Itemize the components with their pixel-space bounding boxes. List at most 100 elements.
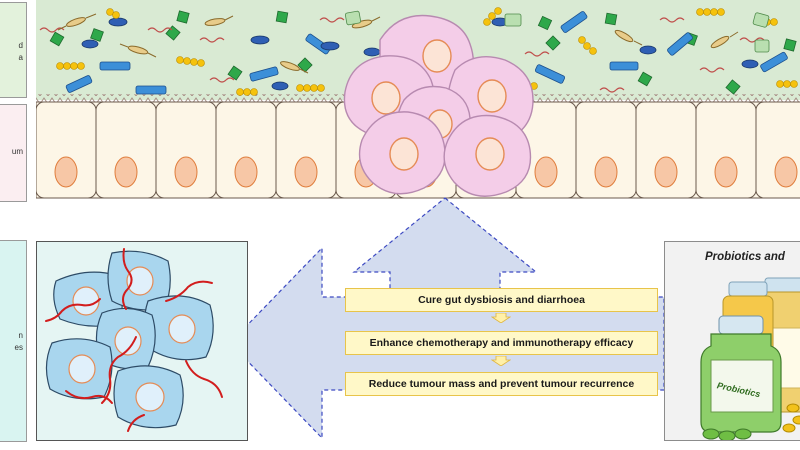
bacteria-icon (56, 62, 85, 70)
bacteria-icon (752, 12, 770, 28)
label-microbiota-line1: d (18, 41, 23, 50)
label-box-epithelium: um (0, 104, 27, 202)
up-arrow (352, 197, 538, 293)
bacteria-icon (545, 35, 561, 51)
bacteria-icon (209, 77, 235, 83)
label-tumour-line2: es (14, 343, 23, 352)
label-box-tumour: n es (0, 240, 27, 442)
bacteria-group (39, 7, 798, 96)
cell-nucleus (114, 156, 138, 188)
tumour-cluster (343, 14, 534, 197)
probiotic-bottle-icon: Probiotics (700, 315, 782, 433)
bacteria-icon (609, 61, 639, 71)
blood-vessel-icon (101, 336, 137, 404)
bacteria-icon (534, 64, 566, 84)
blood-vessel-icon (165, 280, 213, 302)
label-epithelium-line1: um (11, 147, 23, 156)
bacteria-icon (57, 13, 97, 31)
bacteria-icon (236, 88, 258, 96)
bacteria-icon (760, 51, 788, 73)
bacteria-icon (147, 27, 173, 33)
bacteria-icon (320, 41, 340, 51)
label-microbiota-line2: a (18, 53, 23, 62)
bacteria-icon (106, 8, 120, 19)
blood-vessel-icon (127, 414, 145, 432)
bacteria-icon (90, 28, 104, 42)
bacteria-icon (119, 43, 157, 58)
probiotics-panel: Probiotics and Probiotics (664, 241, 800, 441)
tumour-cell-icon (358, 111, 446, 195)
bacteria-icon (637, 71, 653, 87)
bacteria-icon (483, 7, 502, 26)
bacteria-icon (351, 16, 381, 29)
bacteria-icon (344, 10, 362, 26)
bacteria-icon (776, 80, 798, 88)
probiotics-title: Probiotics and (705, 251, 785, 263)
cell-nucleus (294, 156, 318, 188)
bacteria-icon (659, 17, 685, 23)
bacteria-icon (275, 10, 289, 24)
tumour-cell-icon (45, 338, 113, 400)
bacteria-icon (39, 27, 65, 33)
blood-vessel-icon (65, 390, 113, 404)
bacteria-icon (165, 25, 181, 41)
bacteria-icon (696, 8, 725, 16)
bacteria-icon (250, 35, 270, 45)
bacteria-icon (614, 29, 643, 46)
bacteria-icon (176, 10, 190, 24)
bacteria-icon (65, 75, 93, 93)
label-box-microbiota: d a (0, 2, 27, 98)
bacteria-icon (741, 59, 759, 69)
bacteria-icon (135, 85, 167, 95)
bacteria-icon (699, 67, 725, 73)
cell-nucleus (654, 156, 678, 188)
bacteria-icon (524, 51, 550, 57)
step-arrow-icon (491, 356, 511, 366)
bacteria-icon (296, 84, 325, 92)
cell-nucleus (714, 156, 738, 188)
step-enhance-therapy: Enhance chemotherapy and immunotherapy e… (345, 331, 658, 355)
tumour-cell-icon (113, 365, 184, 429)
bacteria-icon (599, 87, 625, 93)
bacteria-icon (81, 39, 99, 49)
gut-illustration (36, 0, 800, 199)
bacteria-icon (280, 61, 309, 74)
bacteria-icon (739, 37, 765, 43)
cell-nucleus (54, 156, 78, 188)
step-arrow-icon (491, 313, 511, 323)
bacteria-icon (227, 65, 243, 81)
bacteria-icon (199, 37, 225, 43)
blood-vessel-icon (45, 298, 101, 322)
bacteria-icon (667, 32, 693, 56)
bacteria-icon (49, 31, 65, 47)
bacteria-icon (639, 45, 657, 55)
bacteria-icon (710, 31, 739, 49)
bacteria-icon (297, 57, 313, 73)
bacteria-icon (754, 39, 770, 53)
tumour-tissue-box (36, 241, 248, 441)
pill-group (702, 403, 800, 440)
bacteria-icon (319, 17, 345, 23)
bacteria-icon (249, 66, 279, 82)
bacteria-icon (271, 81, 289, 91)
cell-nucleus (174, 156, 198, 188)
step-cure-dysbiosis: Cure gut dysbiosis and diarrhoea (345, 288, 658, 312)
bacteria-icon (725, 79, 741, 95)
cell-nucleus (534, 156, 558, 188)
label-tumour-line1: n (18, 331, 23, 340)
bacteria-icon (783, 38, 797, 52)
bacteria-icon (604, 12, 618, 26)
step-reduce-tumour: Reduce tumour mass and prevent tumour re… (345, 372, 658, 396)
cell-nucleus (594, 156, 618, 188)
cell-nucleus (774, 156, 798, 188)
tumour-cell-icon (443, 114, 532, 197)
probiotic-bottles: Probiotics (700, 277, 800, 440)
bacteria-icon (204, 15, 234, 26)
blood-vessel-icon (185, 360, 223, 398)
blood-vessel-icon (122, 248, 133, 310)
bacteria-icon (560, 11, 588, 33)
bacteria-icon (504, 13, 522, 27)
bacteria-icon (99, 61, 131, 71)
cell-nucleus (234, 156, 258, 188)
